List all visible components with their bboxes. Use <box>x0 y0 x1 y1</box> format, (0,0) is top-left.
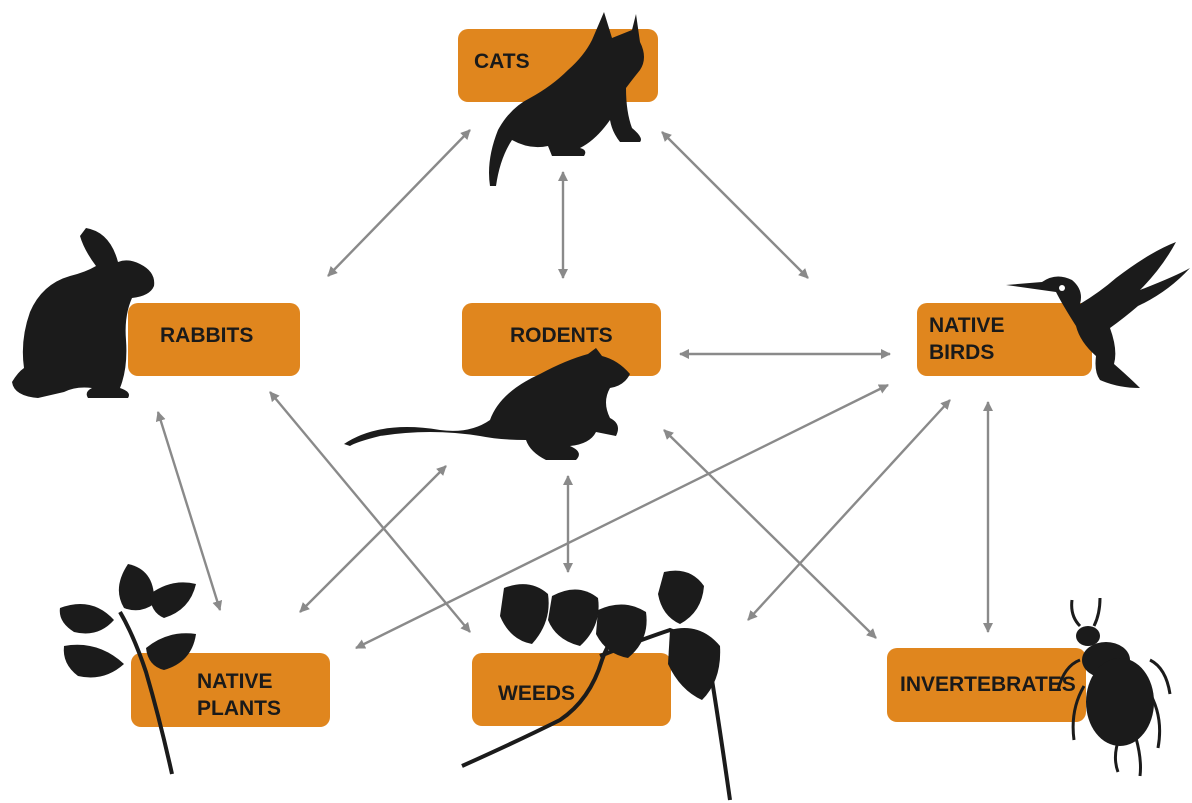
arrow-rodents-native-plants <box>300 466 446 612</box>
node-native-birds: NATIVE BIRDS <box>917 303 1092 376</box>
node-invertebrates: INVERTEBRATES <box>887 648 1086 722</box>
arrow-cats-native-birds <box>662 132 808 278</box>
cats-label: CATS <box>474 50 530 73</box>
arrow-rabbits-native-plants <box>158 412 220 610</box>
node-weeds: WEEDS <box>472 653 671 726</box>
rodents-label: RODENTS <box>510 324 613 347</box>
arrow-cats-rabbits <box>328 130 470 276</box>
arrow-rabbits-weeds <box>270 392 470 632</box>
native-plants-label-line2: PLANTS <box>197 697 281 720</box>
node-rabbits: RABBITS <box>128 303 300 376</box>
arrow-native-birds-weeds <box>748 400 950 620</box>
native-birds-label-line1: NATIVE <box>929 314 1004 337</box>
weeds-label: WEEDS <box>498 682 575 705</box>
native-birds-label-line2: BIRDS <box>929 341 994 364</box>
rabbits-label: RABBITS <box>160 324 253 347</box>
native-plants-label-line1: NATIVE <box>197 670 272 693</box>
invertebrates-label: INVERTEBRATES <box>900 673 1076 696</box>
